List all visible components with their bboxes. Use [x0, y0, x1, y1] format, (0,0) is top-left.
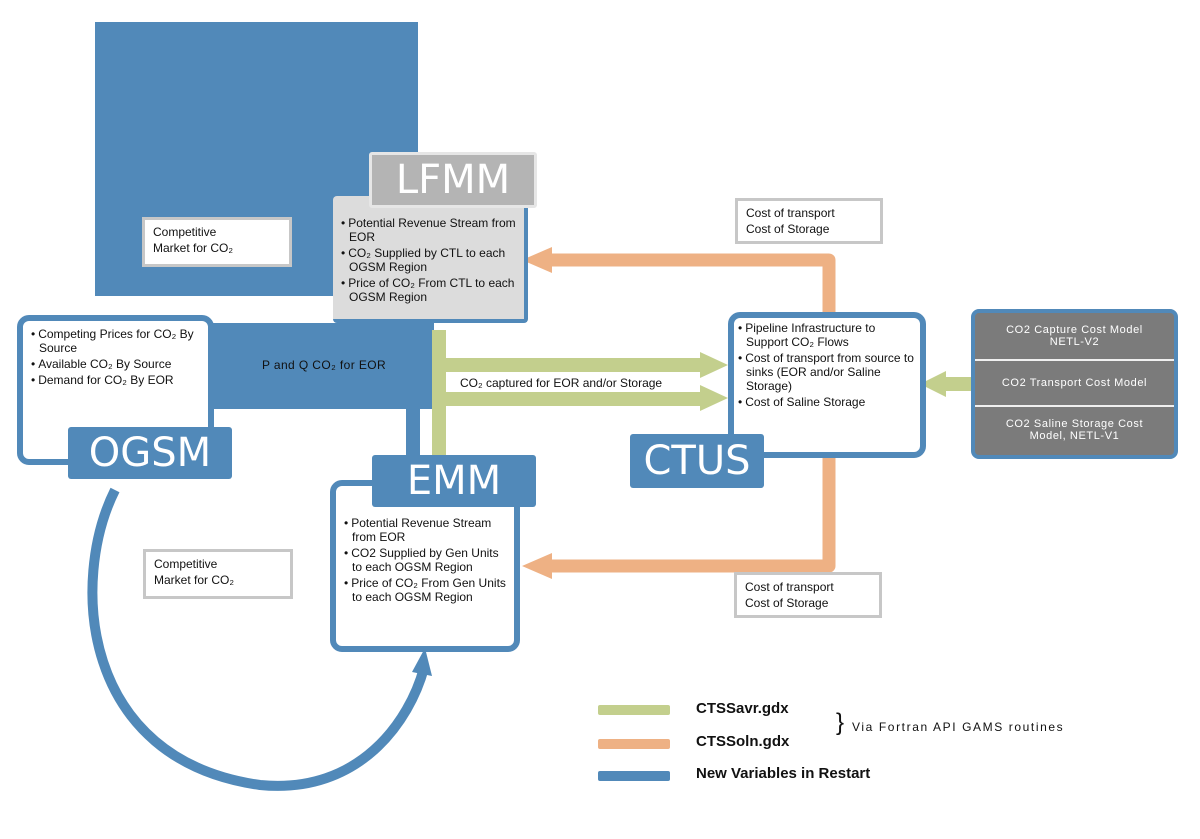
ogsm-item: Demand for CO₂ By EOR — [29, 373, 202, 387]
note-line: Cost of transport — [745, 580, 834, 594]
ctus-content-frame: Pipeline Infrastructure to Support CO₂ F… — [728, 312, 926, 458]
note-line: Market for CO₂ — [154, 573, 235, 587]
legend-label-ctssavr: CTSSavr.gdx — [696, 700, 789, 717]
cost-models-stack: CO2 Capture Cost Model NETL-V2 CO2 Trans… — [971, 309, 1178, 459]
saline-storage-cost-model[interactable]: CO2 Saline Storage Cost Model, NETL-V1 — [1005, 418, 1144, 442]
emm-label-text: EMM — [406, 458, 502, 504]
note-line: Competitive — [154, 557, 218, 571]
legend-swatch-blue — [598, 771, 670, 781]
brace-icon: } — [836, 709, 845, 736]
legend-label-ctssoln: CTSSoln.gdx — [696, 733, 790, 750]
legend-swatch-orange — [598, 739, 670, 749]
ogsm-label-text: OGSM — [88, 430, 212, 476]
lfmm-module-label[interactable]: LFMM — [369, 152, 537, 208]
orange-arrow-to-emm — [522, 452, 836, 579]
ogsm-module-label[interactable]: OGSM — [68, 427, 232, 479]
legend-label-new-variables: New Variables in Restart — [696, 765, 871, 782]
lfmm-label-text: LFMM — [395, 157, 511, 203]
cost-note-bottom: Cost of transport Cost of Storage — [734, 572, 882, 618]
capture-cost-model[interactable]: CO2 Capture Cost Model NETL-V2 — [975, 313, 1174, 361]
note-line: Cost of transport — [746, 206, 835, 220]
ctus-item: Cost of Saline Storage — [736, 395, 916, 409]
competitive-market-note-bottom: Competitive Market for CO₂ — [143, 549, 293, 599]
note-line: Cost of Storage — [745, 596, 829, 610]
note-line: Cost of Storage — [746, 222, 830, 236]
note-line: Competitive — [153, 225, 217, 239]
curved-arrow-ogsm-to-emm — [87, 487, 432, 791]
ogsm-item: Competing Prices for CO₂ By Source — [29, 327, 202, 355]
emm-items: Potential Revenue Stream from EOR CO2 Su… — [336, 486, 514, 604]
lfmm-item: Potential Revenue Stream from EOR — [339, 216, 518, 244]
legend-brace-note: Via Fortran API GAMS routines — [852, 720, 1065, 734]
lfmm-item: Price of CO₂ From CTL to each OGSM Regio… — [339, 276, 518, 304]
ctus-items: Pipeline Infrastructure to Support CO₂ F… — [734, 318, 920, 409]
co2-captured-label: CO₂ captured for EOR and/or Storage — [456, 374, 700, 392]
orange-arrow-to-lfmm — [522, 247, 836, 314]
emm-item: Potential Revenue Stream from EOR — [342, 516, 510, 544]
lfmm-content-box: Potential Revenue Stream from EOR CO₂ Su… — [333, 196, 528, 323]
lfmm-item: CO₂ Supplied by CTL to each OGSM Region — [339, 246, 518, 274]
competitive-market-note-top: Competitive Market for CO₂ — [142, 217, 292, 267]
p-and-q-drop-connector — [406, 405, 420, 457]
transport-cost-model[interactable]: CO2 Transport Cost Model — [975, 361, 1174, 407]
green-arrow-cost-models — [920, 371, 974, 397]
green-arrow-upper — [432, 352, 728, 378]
p-and-q-band — [208, 323, 434, 409]
emm-module-label[interactable]: EMM — [372, 455, 536, 507]
legend: CTSSavr.gdx CTSSoln.gdx New Variables in… — [598, 700, 1118, 790]
green-arrow-lower — [432, 385, 728, 411]
lfmm-items: Potential Revenue Stream from EOR CO₂ Su… — [333, 196, 524, 304]
legend-swatch-green — [598, 705, 670, 715]
p-and-q-label: P and Q CO₂ for EOR — [261, 358, 387, 372]
ctus-item: Pipeline Infrastructure to Support CO₂ F… — [736, 321, 916, 349]
ogsm-item: Available CO₂ By Source — [29, 357, 202, 371]
emm-item: Price of CO₂ From Gen Units to each OGSM… — [342, 576, 510, 604]
note-line: Market for CO₂ — [153, 241, 234, 255]
emm-item: CO2 Supplied by Gen Units to each OGSM R… — [342, 546, 510, 574]
emm-content-frame: Potential Revenue Stream from EOR CO2 Su… — [330, 480, 520, 652]
ogsm-items: Competing Prices for CO₂ By Source Avail… — [23, 321, 208, 387]
ctus-label-text: CTUS — [643, 438, 751, 484]
cost-note-top: Cost of transport Cost of Storage — [735, 198, 883, 244]
ctus-item: Cost of transport from source to sinks (… — [736, 351, 916, 393]
ctus-module-label[interactable]: CTUS — [630, 434, 764, 488]
